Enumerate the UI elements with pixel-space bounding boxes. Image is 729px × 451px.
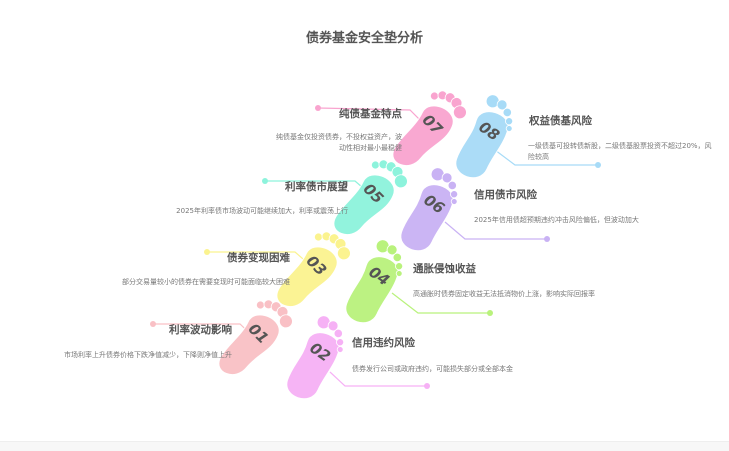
toe-icon — [336, 346, 344, 353]
item-04-title: 通胀侵蚀收益 — [413, 263, 476, 275]
connector-dot-05 — [262, 178, 268, 184]
toe-icon — [327, 320, 339, 332]
connector-dot-06 — [544, 236, 550, 242]
footprint-06: 06 — [400, 167, 459, 252]
connector-line-02 — [329, 371, 427, 387]
connector-dot-03 — [204, 249, 210, 255]
item-02-desc: 债券发行公司或政府违约，可能损失部分或全部本金 — [352, 365, 513, 373]
connector-dot-04 — [487, 310, 493, 316]
footprint-02: 02 — [286, 315, 345, 400]
item-07-title: 纯债基金特点 — [339, 108, 402, 120]
toe-icon — [394, 174, 408, 189]
toe-icon — [453, 105, 467, 120]
toe-icon — [395, 262, 404, 271]
toe-icon — [314, 232, 323, 242]
toe-icon — [496, 99, 508, 111]
item-07-desc: 纯债基金仅投资债券，不投权益资产，波动性相对最小最稳健 — [276, 133, 402, 152]
item-08-desc: 一级债基可投转债新股，二级债基股票投资不超过20%，风险较高 — [528, 142, 712, 161]
toe-icon — [505, 125, 513, 132]
item-06-title: 信用债市风险 — [474, 189, 537, 201]
footprint-03: 03 — [276, 231, 351, 308]
connector-line-06 — [444, 221, 547, 240]
item-05-title: 利率债市展望 — [285, 181, 348, 193]
page-title: 债券基金安全垫分析 — [305, 31, 423, 46]
toe-icon — [392, 252, 402, 263]
connector-dot-07 — [315, 105, 321, 111]
toe-icon — [450, 198, 458, 205]
item-04-desc: 高通胀时债券固定收益无法抵消物价上涨，影响实际回报率 — [413, 290, 595, 298]
connector-line-04 — [391, 292, 490, 314]
toe-icon — [505, 117, 514, 126]
toe-icon — [336, 338, 345, 347]
connector-dot-01 — [150, 321, 156, 327]
footprint-01: 01 — [218, 299, 293, 376]
connector-line-08 — [494, 149, 598, 166]
footprint-07: 07 — [392, 90, 467, 167]
toe-icon — [256, 300, 265, 310]
footprint-08: 08 — [455, 94, 514, 179]
item-03-title: 债券变现困难 — [227, 252, 290, 264]
toe-icon — [395, 270, 403, 277]
toe-icon — [502, 107, 512, 118]
item-08-title: 权益债基风险 — [529, 115, 592, 127]
item-06-desc: 2025年信用债超预期违约冲击风险偏低，但波动加大 — [474, 216, 639, 224]
item-03-desc: 部分交易量较小的债券在需要变现时可能面临较大困难 — [122, 278, 290, 286]
toe-icon — [333, 328, 343, 339]
toe-icon — [279, 314, 293, 329]
connector-dot-02 — [424, 383, 430, 389]
item-01-desc: 市场利率上升债券价格下跌净值减少，下降则净值上升 — [64, 351, 232, 359]
toe-icon — [441, 172, 453, 184]
toe-icon — [371, 160, 380, 170]
footprint-05: 05 — [333, 159, 408, 236]
toe-icon — [430, 91, 439, 101]
item-01-title: 利率波动影响 — [169, 324, 232, 336]
toe-icon — [447, 180, 457, 191]
toe-icon — [386, 244, 398, 256]
footprint-04: 04 — [345, 239, 404, 324]
item-02-title: 信用违约风险 — [352, 337, 415, 349]
toe-icon — [337, 246, 351, 261]
item-05-desc: 2025年利率债市场波动可能继续加大，利率或震荡上行 — [176, 207, 348, 215]
connector-dot-08 — [595, 162, 601, 168]
toe-icon — [450, 190, 459, 199]
footer-bar — [0, 441, 729, 451]
